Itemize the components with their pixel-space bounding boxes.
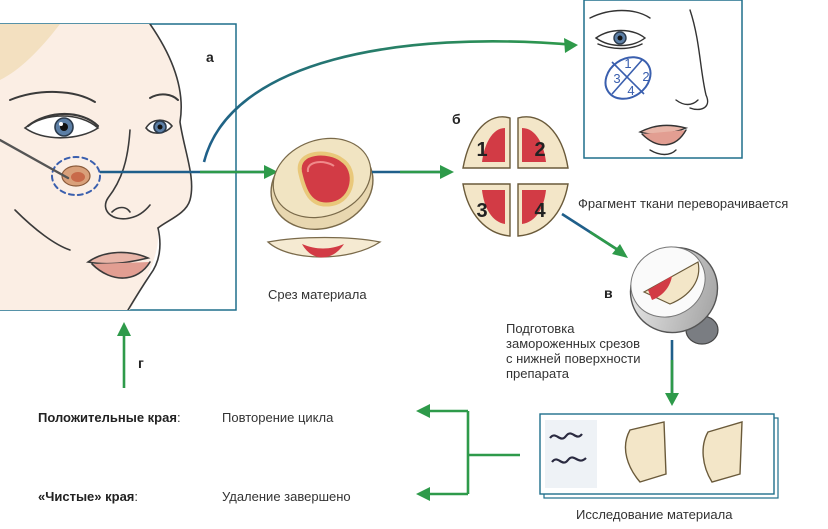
exam-slide	[539, 413, 779, 499]
positive-margins-row: Положительные края:	[38, 410, 181, 425]
quadrant-label-3: 3	[476, 200, 487, 222]
outcome-bracket	[428, 409, 520, 496]
clean-margins-label: «Чистые» края	[38, 489, 135, 504]
mapping-panel: 1 2 3 4	[583, 0, 743, 159]
map-quadrant-1: 1	[624, 56, 631, 71]
excised-tissue	[270, 137, 374, 230]
positive-margins-label: Положительные края	[38, 410, 177, 425]
step-label-a: а	[206, 49, 214, 65]
step-label-v: в	[604, 285, 613, 301]
tissue-quadrants: 1 2 3 4	[462, 116, 569, 237]
prep-caption-line-4: препарата	[506, 366, 569, 381]
flip-caption: Фрагмент ткани переворачивается	[578, 196, 789, 211]
tissue-cross-section	[266, 236, 382, 258]
map-quadrant-2: 2	[642, 69, 649, 84]
exam-caption: Исследование материала	[576, 507, 733, 522]
prep-caption-line-1: Подготовка	[506, 321, 575, 336]
clean-margins-row: «Чистые» края:	[38, 489, 138, 504]
positive-margins-colon: :	[176, 410, 181, 425]
positive-margins-action: Повторение цикла	[222, 410, 334, 425]
prep-caption-line-3: с нижней поверхности	[506, 351, 641, 366]
slice-caption: Срез материала	[268, 287, 367, 302]
cryostat-chuck	[629, 246, 719, 345]
clean-margins-action: Удаление завершено	[222, 489, 351, 504]
step-label-b: б	[452, 111, 461, 127]
mapping-arrowhead	[564, 38, 578, 53]
prep-caption-line-2: замороженных срезов	[506, 336, 641, 351]
quadrant-map: 1 2 3 4	[604, 56, 652, 100]
clean-margins-colon: :	[134, 489, 139, 504]
map-quadrant-3: 3	[613, 71, 620, 86]
step-label-g: г	[138, 355, 144, 371]
quadrant-label-2: 2	[534, 139, 545, 161]
map-quadrant-4: 4	[627, 83, 634, 98]
quadrant-label-4: 4	[534, 200, 546, 222]
face-panel: а	[0, 23, 237, 311]
prep-caption: Подготовка замороженных срезов с нижней …	[506, 321, 641, 381]
quadrant-label-1: 1	[476, 139, 487, 161]
mapping-arrow	[202, 40, 576, 163]
